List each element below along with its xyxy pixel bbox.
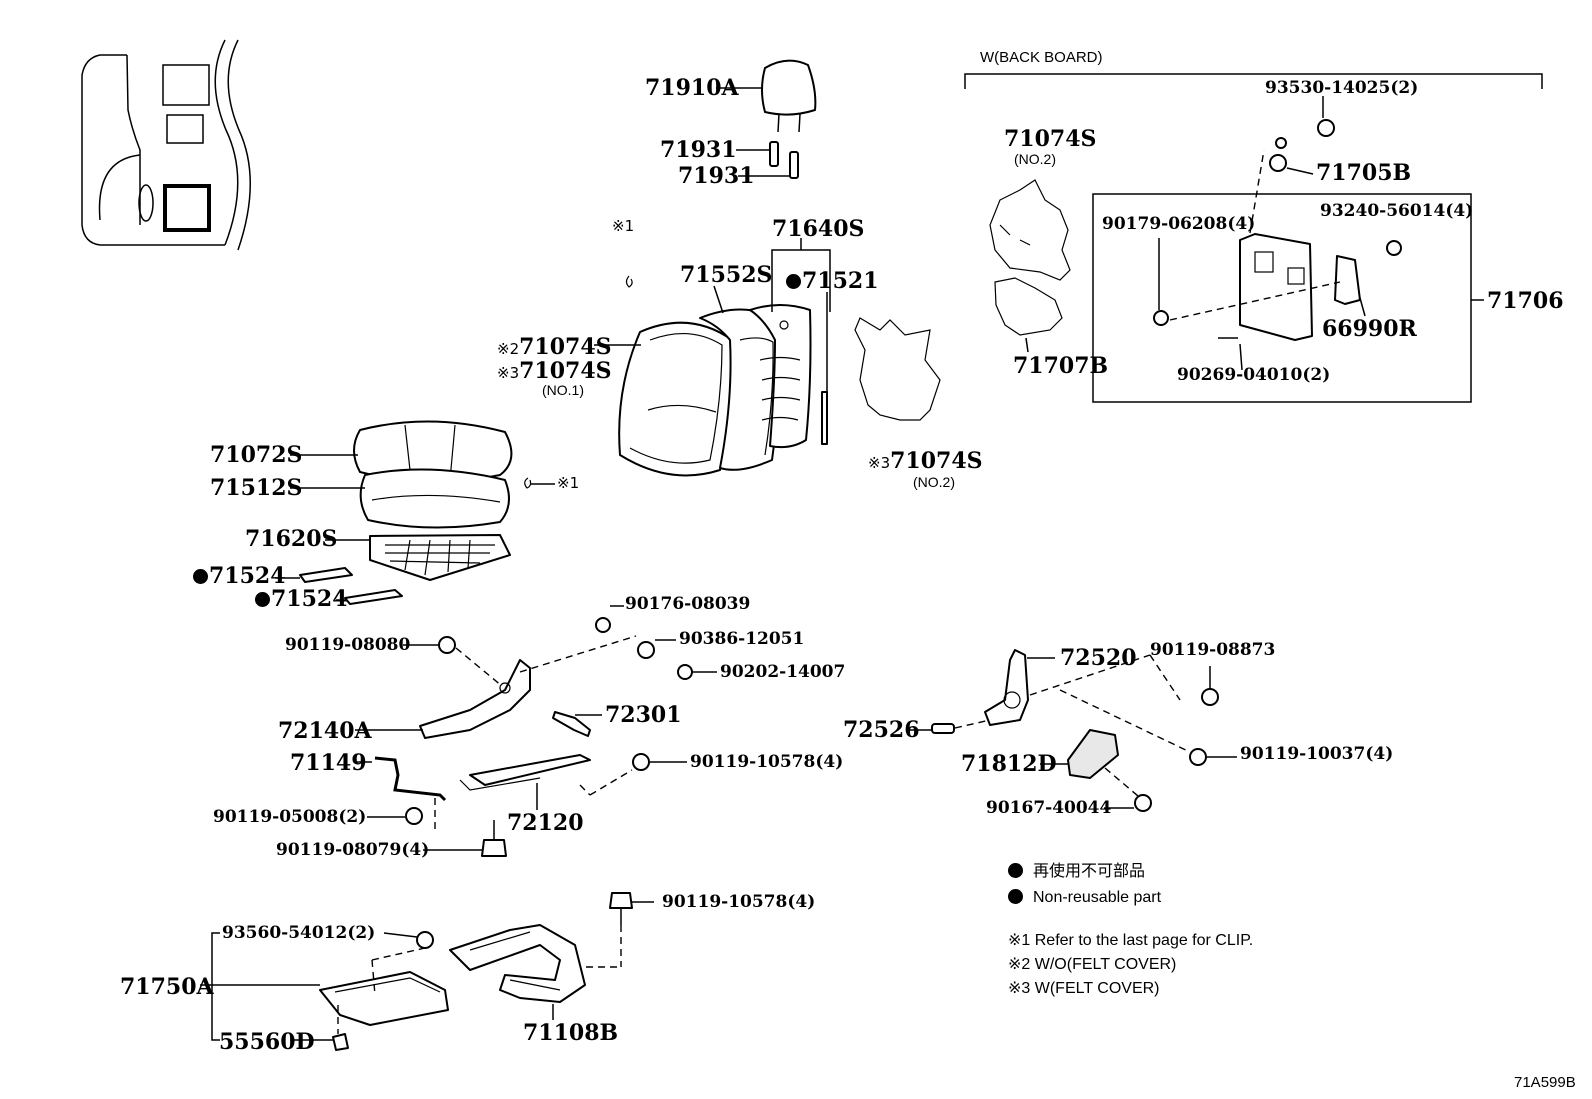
part-93240-56014[interactable]: 93240-56014(4) <box>1320 201 1474 221</box>
part-71074S-no1-a[interactable]: ※271074S <box>497 336 612 358</box>
part-90119-10578-leg[interactable]: 90119-10578(4) <box>662 892 816 912</box>
clip-mark-mid: ※1 <box>557 474 580 492</box>
part-90119-08079[interactable]: 90119-08079(4) <box>276 840 430 860</box>
part-90119-10578-rail[interactable]: 90119-10578(4) <box>690 752 844 772</box>
part-71074S-no1-b[interactable]: ※371074S <box>497 360 612 382</box>
part-90179-06208[interactable]: 90179-06208(4) <box>1102 214 1256 234</box>
part-71521[interactable]: 71521 <box>786 270 879 292</box>
part-71620S[interactable]: 71620S <box>245 526 338 552</box>
legend-dot-en <box>1008 889 1023 904</box>
part-66990R[interactable]: 66990R <box>1322 316 1417 342</box>
part-71931-upper[interactable]: 71931 <box>660 137 737 163</box>
part-71074S-no2-top-sub: (NO.2) <box>1014 151 1056 167</box>
part-71931-lower[interactable]: 71931 <box>678 163 755 189</box>
part-71705B[interactable]: 71705B <box>1316 160 1412 186</box>
nonreusable-dot-71524b <box>255 592 270 607</box>
part-71750A[interactable]: 71750A <box>120 974 214 1000</box>
part-71707B[interactable]: 71707B <box>1013 353 1109 379</box>
legend-note-2: ※2 W/O(FELT COVER) <box>1008 956 1177 973</box>
part-72301[interactable]: 72301 <box>605 702 682 728</box>
nonreusable-dot-71524a <box>193 569 208 584</box>
adjuster-assembly <box>355 605 717 857</box>
tray-and-leg-assembly <box>200 892 654 1051</box>
part-71074S-no2-top[interactable]: 71074S <box>1004 126 1097 152</box>
part-71524-a[interactable]: 71524 <box>193 565 286 587</box>
part-93530-14025[interactable]: 93530-14025(2) <box>1265 78 1419 98</box>
part-72120[interactable]: 72120 <box>507 810 584 836</box>
legend-note-3: ※3 W(FELT COVER) <box>1008 980 1160 997</box>
part-90269-04010[interactable]: 90269-04010(2) <box>1177 365 1331 385</box>
recliner-72520 <box>907 649 1237 812</box>
legend-jp-text: 再使用不可部品 <box>1033 863 1146 880</box>
vehicle-locator-inset <box>81 39 251 251</box>
part-90202-14007[interactable]: 90202-14007 <box>720 662 846 682</box>
legend-note-1: ※1 Refer to the last page for CLIP. <box>1008 932 1254 949</box>
part-72520[interactable]: 72520 <box>1060 645 1137 671</box>
legend-nonreusable-jp: 再使用不可部品 <box>1008 863 1145 880</box>
clip-mark-top: ※1 <box>612 217 635 235</box>
part-90176-08039[interactable]: 90176-08039 <box>625 594 751 614</box>
part-71074S-no1-b-text: 71074S <box>519 358 612 384</box>
part-71149[interactable]: 71149 <box>290 750 367 776</box>
part-71524-b-text: 71524 <box>271 586 348 612</box>
legend-nonreusable-en: Non-reusable part <box>1008 889 1161 906</box>
part-71640S[interactable]: 71640S <box>772 216 865 242</box>
part-71910A[interactable]: 71910A <box>645 75 739 101</box>
part-71074S-no1-a-text: 71074S <box>519 334 612 360</box>
part-71552S[interactable]: 71552S <box>680 262 773 288</box>
legend-dot-jp <box>1008 863 1023 878</box>
part-71074S-no1-sub: (NO.1) <box>542 382 584 398</box>
part-71512S[interactable]: 71512S <box>210 475 303 501</box>
part-71706[interactable]: 71706 <box>1487 288 1564 314</box>
part-71074S-felt-no2-sub: (NO.2) <box>913 474 955 490</box>
part-71074S-felt-no2[interactable]: ※371074S <box>868 450 983 472</box>
back-board-label: W(BACK BOARD) <box>980 49 1103 66</box>
part-90119-08080[interactable]: 90119-08080 <box>285 635 411 655</box>
part-72526[interactable]: 72526 <box>843 717 920 743</box>
part-71521-text: 71521 <box>802 268 879 294</box>
part-71074S-felt-no2-text: 71074S <box>890 448 983 474</box>
part-90386-12051[interactable]: 90386-12051 <box>679 629 805 649</box>
note-mark-3: ※3 <box>497 364 520 382</box>
part-90119-05008[interactable]: 90119-05008(2) <box>213 807 367 827</box>
part-71108B[interactable]: 71108B <box>523 1020 619 1046</box>
part-71524-a-text: 71524 <box>209 563 286 589</box>
nonreusable-dot <box>786 274 801 289</box>
part-71524-b[interactable]: 71524 <box>255 588 348 610</box>
legend-en-text: Non-reusable part <box>1033 889 1162 906</box>
part-93560-54012[interactable]: 93560-54012(2) <box>222 923 376 943</box>
part-90119-10037[interactable]: 90119-10037(4) <box>1240 744 1394 764</box>
note-mark-2: ※2 <box>497 340 520 358</box>
note-mark-3b: ※3 <box>868 454 891 472</box>
back-board-group <box>989 96 1484 403</box>
part-72140A[interactable]: 72140A <box>278 718 372 744</box>
headrest-71910a <box>716 59 817 133</box>
part-90167-40044[interactable]: 90167-40044 <box>986 798 1112 818</box>
part-71072S[interactable]: 71072S <box>210 442 303 468</box>
headrest-supports-71931 <box>736 141 799 179</box>
back-board-bracket <box>964 73 1543 89</box>
part-90119-08873[interactable]: 90119-08873 <box>1150 640 1276 660</box>
part-71812D[interactable]: 71812D <box>961 751 1057 777</box>
seat-cushion-assembly <box>275 420 555 605</box>
diagram-code: 71A599B <box>1514 1074 1576 1091</box>
part-55560D[interactable]: 55560D <box>219 1029 315 1055</box>
seat-back-assembly <box>594 238 941 477</box>
